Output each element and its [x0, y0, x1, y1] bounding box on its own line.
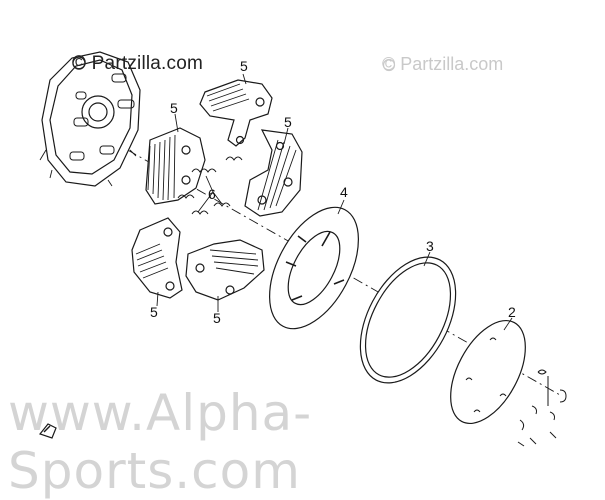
callout-shoe-bottom-left: 5	[150, 304, 158, 320]
callout-shoe-bottom-right: 5	[213, 310, 221, 326]
callout-shoe-left: 5	[170, 100, 178, 116]
clutch-hub-carrier	[39, 51, 141, 187]
pressure-plate	[450, 319, 526, 425]
callout-leaders	[156, 73, 513, 331]
alpha-sports-watermark: www.Alpha-Sports.com	[8, 384, 313, 500]
clutch-shoe-left	[145, 127, 206, 205]
clutch-shoe-right	[244, 129, 303, 217]
clutch-shoe-top	[199, 79, 273, 147]
friction-disc	[359, 256, 457, 384]
clutch-shoe-bottom-right	[185, 239, 265, 301]
callout-friction-disc: 3	[426, 238, 434, 254]
partzilla-watermark-top-left: © Partzilla.com	[72, 53, 204, 74]
partzilla-watermark-top-right: © Partzilla.com	[382, 54, 504, 74]
callout-shoe-right: 5	[284, 114, 292, 130]
fastener-set	[517, 369, 567, 447]
callout-pressure-plate: 2	[508, 304, 516, 320]
callout-shoe-top: 5	[240, 58, 248, 74]
clutch-drum-plate	[269, 206, 359, 330]
callout-drum-plate: 4	[340, 184, 348, 200]
clutch-springs	[177, 156, 243, 215]
clutch-shoe-bottom-left	[131, 217, 183, 299]
callout-spring: 6	[208, 186, 216, 202]
front-arrow-badge	[38, 423, 57, 439]
